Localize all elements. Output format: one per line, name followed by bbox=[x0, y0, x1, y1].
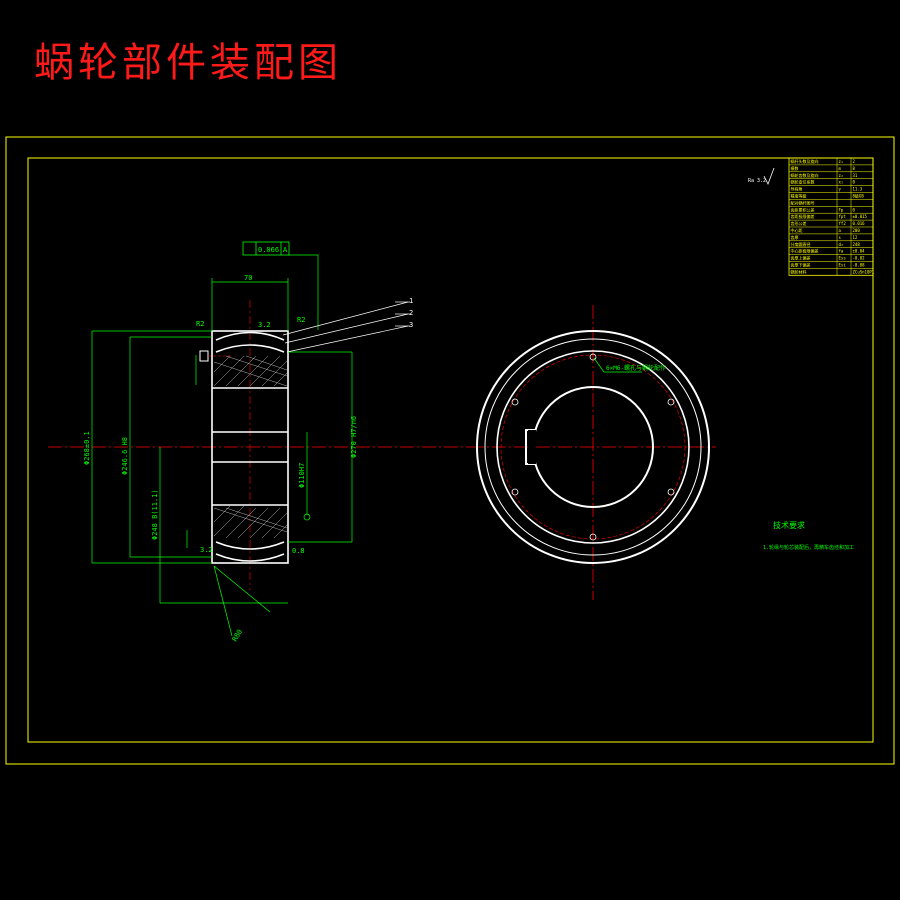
spec-table-cell: Fp bbox=[839, 207, 844, 212]
part-number-1: 1 bbox=[409, 297, 413, 305]
inner-rim-circle bbox=[496, 350, 690, 544]
spec-table-cell: ±0.04 bbox=[853, 249, 866, 254]
spec-table-cell: 齿形公差 bbox=[791, 220, 807, 226]
spec-table-cell: 11.3 bbox=[853, 187, 863, 192]
part-leaders bbox=[282, 301, 410, 353]
spec-table-cell: 31 bbox=[853, 173, 858, 178]
spec-table-cell: Ess bbox=[839, 256, 847, 261]
roughness-label: Ra 3.2 bbox=[748, 178, 766, 184]
bolt-hole-note: 6×M6-螺孔与蜗轮配作 bbox=[606, 364, 666, 372]
dim-phi-bore: Φ110H7 bbox=[298, 463, 306, 488]
spec-table-cell: 蜗杆头数及旋向 bbox=[791, 158, 819, 164]
spec-table: 蜗杆头数及旋向 z₁ 2 模数 m 8 蜗轮齿数及旋向 z₂ 31 蜗轮变位系数 x₂ 0 导程角 γ 11… bbox=[788, 157, 875, 276]
tech-req-title: 技术要求 bbox=[773, 520, 805, 530]
dim-width-top: 70 bbox=[244, 274, 252, 282]
flatness-value: 0.066 bbox=[258, 246, 279, 254]
tech-req-text: 1.轮缘与轮芯装配后，再精车齿坯和加工 bbox=[763, 544, 854, 551]
spec-table-cell: 248 bbox=[853, 242, 861, 247]
part-number-2: 2 bbox=[409, 309, 413, 317]
spec-table-cell: a bbox=[839, 228, 842, 233]
pitch-circle bbox=[500, 354, 686, 540]
spec-table-cell: s bbox=[839, 235, 842, 240]
dim-phi-outer: Φ268±0.1 bbox=[83, 431, 91, 465]
spec-table-cell: γ bbox=[839, 187, 842, 192]
dim-phi-pitch: Φ270 H7/n6 bbox=[350, 416, 358, 458]
spec-table-cell: 8 bbox=[853, 166, 856, 171]
spec-table-cell: d₂ bbox=[839, 242, 844, 247]
spec-table-cell: 0 bbox=[853, 207, 856, 212]
spec-table-cell: 中心距 bbox=[791, 227, 803, 233]
spec-table-cell: ZCuSn10P1 bbox=[853, 269, 875, 274]
hub-body bbox=[211, 330, 289, 564]
spec-table-cell: 12 bbox=[853, 235, 858, 240]
spec-table-cell: 0 bbox=[853, 180, 856, 185]
spec-table-cell: x₂ bbox=[839, 180, 844, 185]
spec-table-cell: -0.08 bbox=[853, 263, 866, 268]
front-view: 6×M6-螺孔与蜗轮配作 bbox=[470, 305, 716, 600]
spec-table-cell: 齿厚下偏差 bbox=[791, 262, 811, 268]
dim-chamfer-top: 3.2 bbox=[258, 321, 271, 329]
spec-table-cell: 蜗轮材料 bbox=[791, 268, 807, 274]
spec-table-cell: z₁ bbox=[839, 159, 844, 164]
bolt-holes bbox=[511, 353, 675, 541]
spec-table-cell: 齿厚 bbox=[791, 234, 799, 240]
spec-table-cell: ±0.015 bbox=[853, 214, 868, 219]
spec-table-cell: fpt bbox=[839, 214, 847, 219]
rim-circle bbox=[484, 338, 702, 556]
dim-r-right: R2 bbox=[297, 316, 305, 324]
spec-table-cell: 2 bbox=[853, 159, 856, 164]
spec-table-cell: 分度圆直径 bbox=[791, 241, 811, 247]
outer-circle bbox=[476, 330, 710, 564]
spec-table-cell: 齿距极限偏差 bbox=[791, 213, 815, 219]
page-title: 蜗轮部件装配图 bbox=[34, 40, 342, 86]
roughness-symbol: Ra 3.2 bbox=[748, 167, 775, 185]
spec-table-cell: 中心距极限偏差 bbox=[791, 248, 819, 254]
spec-table-cell: 蜗轮变位系数 bbox=[791, 179, 815, 185]
inner-frame bbox=[27, 157, 874, 743]
hatch-lower bbox=[213, 505, 288, 539]
spec-table-cell: 导程角 bbox=[791, 186, 803, 192]
spec-table-cell: ff2 bbox=[839, 221, 847, 226]
dim-r80: R80 bbox=[231, 628, 244, 643]
spec-table-cell: 蜗轮齿数及旋向 bbox=[791, 172, 819, 178]
flatness-datum: A bbox=[283, 246, 288, 254]
spec-table-cell: 0.016 bbox=[853, 221, 866, 226]
section-view: 0.066 A 70 R2 R2 3.2 Φ268±0.1 Φ246.6 H8 … bbox=[48, 241, 470, 643]
spec-table-cell: fa bbox=[839, 249, 844, 254]
spec-table-cell: 精度等级 bbox=[791, 193, 807, 199]
part-number-3: 3 bbox=[409, 321, 413, 329]
spec-table-cell: z₂ bbox=[839, 173, 844, 178]
dim-phi-base: Φ248 B(11.1) bbox=[151, 489, 159, 540]
hatch-upper bbox=[213, 355, 288, 387]
dim-chamfer-bottom: 3.2 bbox=[200, 546, 213, 554]
spec-table-cell: 200 bbox=[853, 228, 861, 233]
dim-r-left: R2 bbox=[196, 320, 204, 328]
spec-table-cell: 模数 bbox=[791, 165, 799, 171]
spec-table-cell: 齿厚上偏差 bbox=[791, 255, 811, 261]
spec-table-cell: -0.02 bbox=[853, 256, 866, 261]
dim-phi-root: Φ246.6 H8 bbox=[121, 437, 129, 475]
dim-gap: 0.8 bbox=[292, 547, 305, 555]
outer-frame bbox=[5, 136, 895, 765]
spec-table-cell: m bbox=[839, 166, 842, 171]
flatness-tolerance: 0.066 A bbox=[242, 241, 290, 256]
spec-table-cell: 齿距累积公差 bbox=[791, 206, 815, 212]
spec-table-cell: Esi bbox=[839, 263, 847, 268]
spec-table-cell: 8级GB bbox=[853, 193, 865, 199]
spec-table-cell: 配对蜗杆图号 bbox=[791, 199, 815, 205]
